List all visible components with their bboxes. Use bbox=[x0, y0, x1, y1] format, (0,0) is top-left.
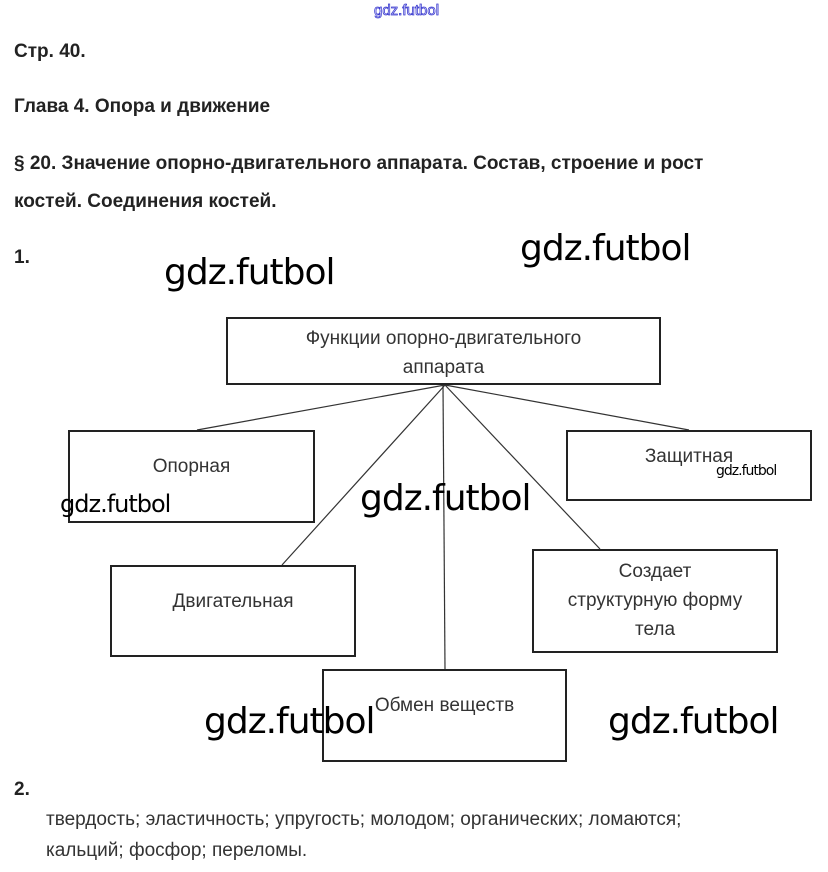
watermark: gdz.futbol bbox=[520, 228, 692, 269]
watermark: gdz.futbol bbox=[360, 478, 532, 519]
node-shape: Создает структурную форму тела bbox=[532, 549, 778, 653]
answer-line1: твердость; эластичность; упругость; моло… bbox=[46, 809, 682, 830]
connector-shape bbox=[444, 384, 601, 550]
diagram-root-box: Функции опорно-двигательного аппарата bbox=[226, 317, 661, 385]
node-shape-line2: структурную форму bbox=[567, 590, 743, 611]
root-line2: аппарата bbox=[402, 357, 485, 378]
task-1-number: 1. bbox=[14, 247, 30, 268]
watermark: gdz.futbol bbox=[716, 463, 777, 479]
watermark-top[interactable]: gdz.futbol bbox=[374, 2, 440, 20]
node-protective-label: Защитная bbox=[644, 446, 734, 467]
watermark: gdz.futbol bbox=[608, 701, 780, 742]
watermark: gdz.futbol bbox=[60, 490, 171, 518]
node-metabolism-label: Обмен веществ bbox=[374, 695, 515, 716]
task-2-answer: твердость; эластичность; упругость; моло… bbox=[46, 804, 681, 866]
section-title-line2: костей. Соединения костей. bbox=[14, 191, 277, 212]
node-motor-label: Двигательная bbox=[172, 591, 294, 612]
connector-support bbox=[196, 384, 446, 431]
connector-metabolism bbox=[442, 384, 446, 670]
node-shape-line3: тела bbox=[634, 619, 676, 640]
node-support-label: Опорная bbox=[152, 456, 231, 477]
node-motor: Двигательная bbox=[110, 565, 356, 657]
connector-protective bbox=[444, 384, 690, 431]
node-shape-line1: Создает bbox=[618, 561, 692, 582]
task-2-number: 2. bbox=[14, 779, 30, 800]
chapter-title: Глава 4. Опора и движение bbox=[14, 96, 271, 117]
node-metabolism: Обмен веществ bbox=[322, 669, 567, 762]
connector-motor bbox=[281, 384, 446, 566]
watermark: gdz.futbol bbox=[204, 701, 376, 742]
answer-line2: кальций; фосфор; переломы. bbox=[46, 840, 308, 861]
section-title-line1: § 20. Значение опорно-двигательного аппа… bbox=[14, 153, 704, 174]
node-protective: Защитная bbox=[566, 430, 812, 501]
root-line1: Функции опорно-двигательного bbox=[305, 328, 582, 349]
page-reference: Стр. 40. bbox=[14, 41, 86, 62]
watermark: gdz.futbol bbox=[164, 252, 336, 293]
node-support: Опорная bbox=[68, 430, 315, 523]
